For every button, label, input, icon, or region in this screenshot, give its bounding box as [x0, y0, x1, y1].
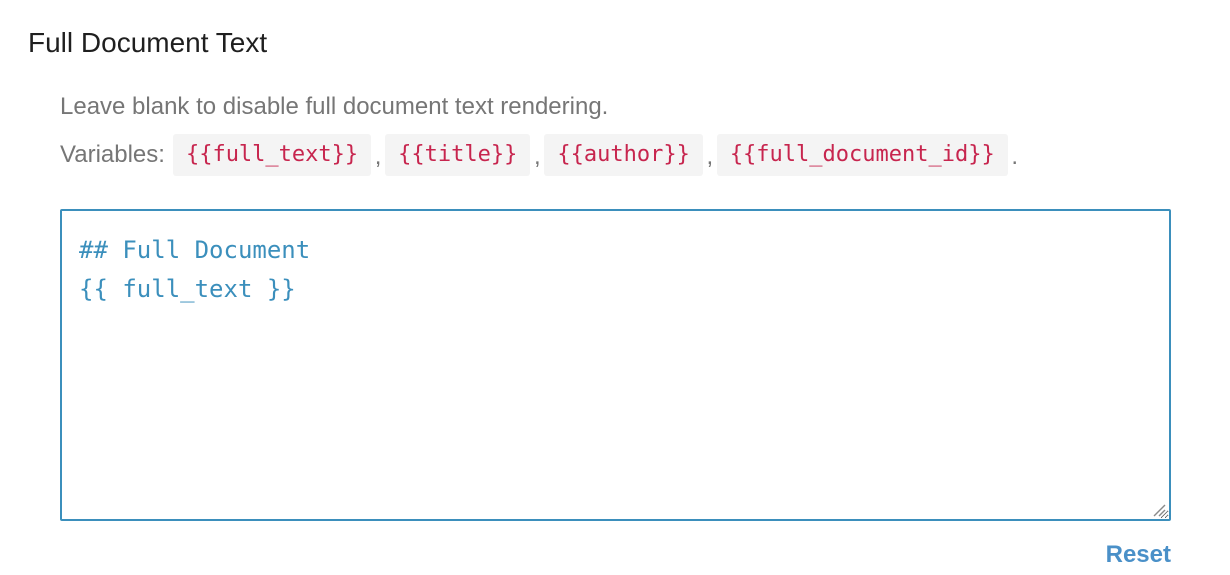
variables-label: Variables: — [60, 141, 165, 168]
variable-chip-author: {{author}} — [544, 134, 703, 176]
variable-separator: , — [534, 143, 541, 170]
help-text: Leave blank to disable full document tex… — [60, 93, 609, 120]
variable-chip-full-document-id: {{full_document_id}} — [716, 134, 1008, 176]
variable-separator: , — [706, 143, 714, 170]
variable-chip-full-text: {{full_text}} — [172, 134, 372, 176]
variables-row: Variables: {{full_text}} , {{title}} , {… — [60, 134, 1022, 176]
template-textarea[interactable]: ## Full Document {{ full_text }} — [60, 209, 1171, 521]
section-title: Full Document Text — [28, 27, 268, 58]
variable-chip-title: {{title}} — [385, 134, 531, 176]
reset-link[interactable]: Reset — [1105, 541, 1171, 568]
variable-separator: , — [374, 143, 382, 170]
variables-terminator: . — [1011, 143, 1019, 170]
